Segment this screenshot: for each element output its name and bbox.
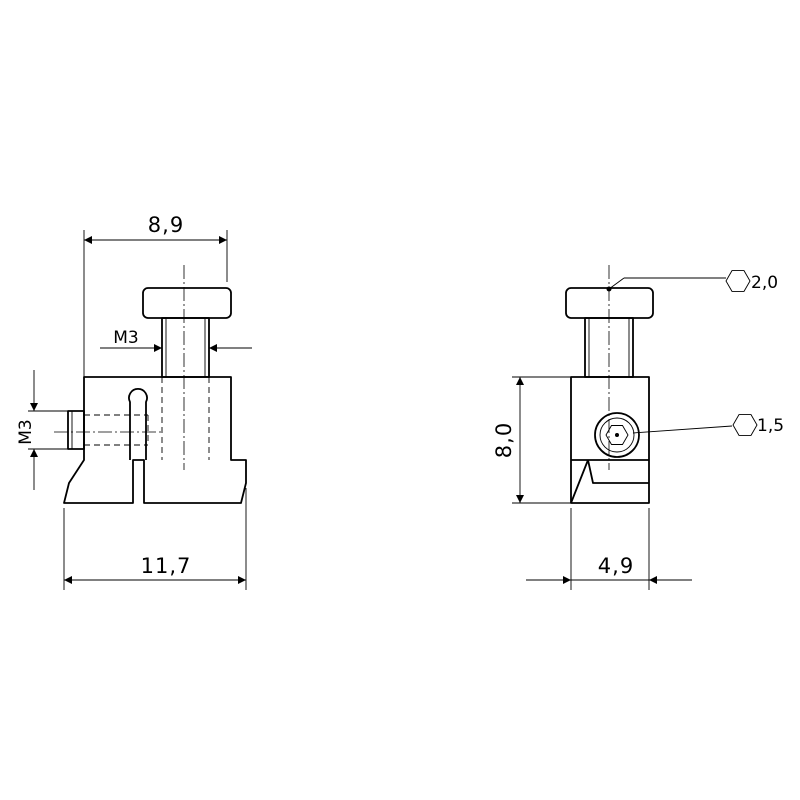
- dimension-height-label: 8,0: [492, 422, 516, 458]
- hex-socket: [605, 425, 629, 445]
- screw-head: [142, 287, 232, 319]
- dimension-depth-label: 4,9: [598, 554, 634, 578]
- hex-key-icon: [725, 270, 751, 292]
- set-screw: [67, 410, 85, 450]
- side-body: [570, 376, 650, 504]
- clamp-slot: [128, 388, 148, 460]
- thread-vertical-label: M3: [113, 328, 138, 348]
- side-screw-head: [565, 287, 654, 319]
- thread-side-label: M3: [16, 419, 36, 444]
- socket-screw: [594, 412, 640, 458]
- clamp-body: [63, 376, 247, 504]
- screw-shank: [161, 317, 210, 378]
- hex-key-top-label: 2,0: [751, 273, 778, 293]
- hex-key-side-label: 1,5: [757, 416, 784, 436]
- dimension-width-top-label: 8,9: [148, 213, 184, 237]
- dimension-width-bottom-label: 11,7: [141, 554, 192, 578]
- front-view: 8,9 M3 M3 11,7: [16, 213, 252, 590]
- side-groove: [570, 459, 649, 504]
- hex-key-icon: [732, 414, 758, 436]
- side-view: 2,0 1,5 8,0 4,9: [492, 265, 784, 590]
